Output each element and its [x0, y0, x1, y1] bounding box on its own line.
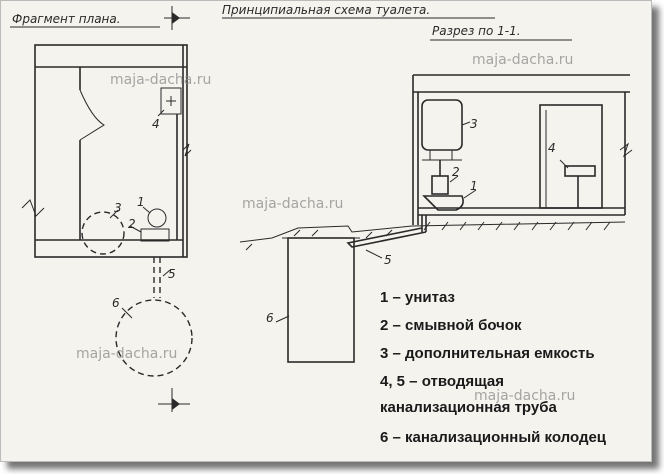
legend-item-2: 2 – смывной бочок — [380, 317, 522, 334]
drawing-frame — [0, 0, 652, 462]
plan-label-3: 3 — [114, 201, 122, 215]
section-title: Разрез по 1-1. — [432, 24, 521, 38]
watermark-2: maja-dacha.ru — [472, 52, 573, 68]
plan-label-1: 1 — [137, 195, 145, 209]
watermark-1: maja-dacha.ru — [110, 72, 211, 88]
plan-title: Фрагмент плана. — [12, 12, 121, 26]
watermark-4: maja-dacha.ru — [76, 346, 177, 362]
section-label-1: 1 — [470, 179, 478, 193]
section-label-4: 4 — [548, 141, 556, 155]
legend-item-3: 3 – дополнительная емкость — [380, 345, 595, 362]
legend-item-4: 4, 5 – отводящая — [380, 373, 504, 390]
section-label-3: 3 — [470, 117, 478, 131]
plan-label-4: 4 — [152, 117, 160, 131]
section-drawing — [239, 74, 633, 363]
watermark-3: maja-dacha.ru — [242, 196, 343, 212]
plan-label-5: 5 — [168, 267, 176, 281]
legend-item-4-cont: канализационная труба — [380, 399, 558, 416]
section-label-6: 6 — [266, 311, 274, 325]
legend-item-6: 6 – канализационный колодец — [380, 429, 607, 446]
plan-fragment — [21, 6, 193, 412]
watermark-5: maja-dacha.ru — [474, 388, 575, 404]
legend: 1 – унитаз 2 – смывной бочок 3 – дополни… — [380, 289, 607, 446]
plan-label-2: 2 — [128, 217, 136, 231]
section-label-2: 2 — [452, 165, 460, 179]
section-label-5: 5 — [384, 253, 392, 267]
plan-label-6: 6 — [112, 296, 120, 310]
legend-item-1: 1 – унитаз — [380, 289, 455, 306]
scheme-title: Принципиальная схема туалета. — [222, 3, 430, 17]
